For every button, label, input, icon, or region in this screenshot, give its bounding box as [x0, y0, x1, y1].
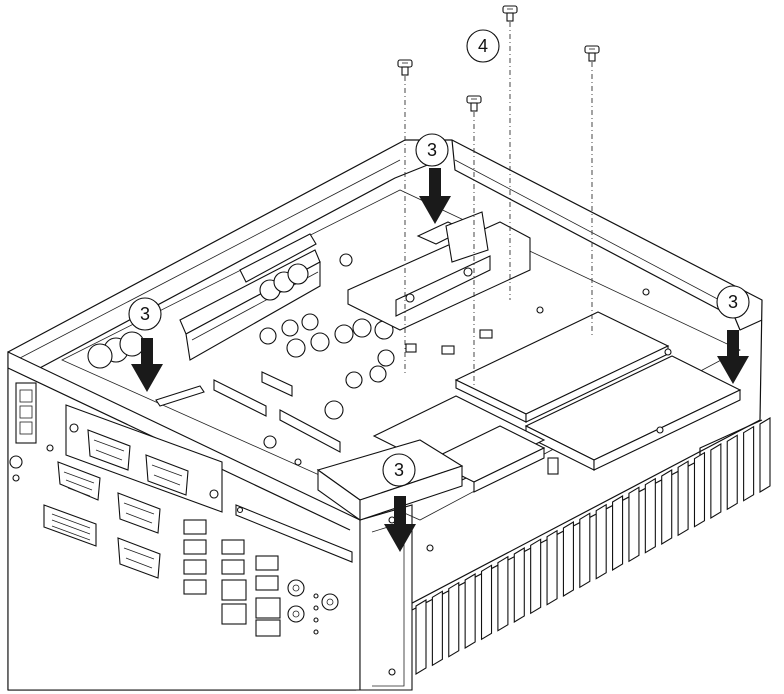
- ssd-module-rear: [524, 355, 742, 471]
- expansion-slot-bracket: [235, 504, 353, 563]
- usb-ports: [183, 519, 279, 595]
- cpu-bracket: [347, 211, 531, 331]
- heatsink-fin: [431, 590, 443, 667]
- heatsink-fin: [497, 555, 509, 632]
- com-port-2: [145, 454, 189, 496]
- heatsink-fin: [562, 521, 574, 597]
- heatsink-fin: [644, 477, 656, 554]
- arrow-down-icon: [384, 496, 416, 552]
- heatsink-fin: [759, 417, 771, 493]
- screw-3-icon: [466, 95, 482, 112]
- power-terminal: [9, 382, 37, 469]
- callout-step-3-left-label: 3: [140, 304, 150, 324]
- heatsink-fin: [546, 529, 558, 606]
- screw-2-icon: [502, 5, 518, 22]
- heatsink-fin: [677, 460, 689, 537]
- audio-jacks: [287, 579, 339, 635]
- heatsink-fin: [415, 599, 427, 675]
- lan-ports: [221, 579, 281, 637]
- callout-step-3-top-label: 3: [427, 140, 437, 160]
- heatsink-fin: [661, 469, 673, 545]
- heatsink-fin: [480, 564, 493, 641]
- com-port-3: [117, 492, 161, 534]
- screw-1-icon: [397, 59, 413, 76]
- callout-step-4: 4: [466, 29, 500, 63]
- callout-step-3-top: 3: [415, 133, 449, 167]
- motherboard: [61, 189, 742, 552]
- com-port-4: [117, 537, 161, 579]
- heatsink-fin: [628, 486, 640, 563]
- heatsink-fin: [579, 512, 591, 589]
- callout-step-3-right: 3: [716, 285, 750, 319]
- ssd-module-front: [454, 311, 670, 423]
- callout-step-3-left: 3: [128, 297, 162, 331]
- callout-step-4-label: 4: [478, 36, 488, 56]
- dvi-port: [43, 504, 97, 547]
- callout-step-3-bottom: 3: [382, 453, 416, 487]
- screw-guides: [404, 22, 593, 386]
- pin-headers: [155, 371, 344, 453]
- heatsink-fin: [595, 503, 607, 580]
- vga-port: [57, 461, 101, 501]
- arrow-down-icon: [131, 338, 163, 392]
- callout-step-3-bottom-label: 3: [394, 460, 404, 480]
- pcie-slot: [179, 233, 321, 361]
- front-io-panel: [7, 351, 413, 691]
- heatsink-fin: [710, 443, 722, 519]
- heatsink-fin: [530, 538, 542, 615]
- heatsink-fin: [448, 581, 460, 658]
- arrow-down-icon: [717, 330, 749, 384]
- heatsink-fin: [464, 573, 476, 649]
- heatsink-fin: [693, 451, 706, 528]
- com-port-1: [87, 429, 131, 471]
- heatsink-fins: [415, 417, 771, 675]
- heatsink-fin: [612, 495, 624, 571]
- heatsink-fin: [726, 434, 738, 511]
- callout-step-3-right-label: 3: [728, 292, 738, 312]
- arrow-down-icon: [419, 168, 451, 224]
- heatsink-fin: [743, 425, 755, 502]
- heatsink-fin: [513, 547, 525, 623]
- screw-4-icon: [584, 45, 600, 62]
